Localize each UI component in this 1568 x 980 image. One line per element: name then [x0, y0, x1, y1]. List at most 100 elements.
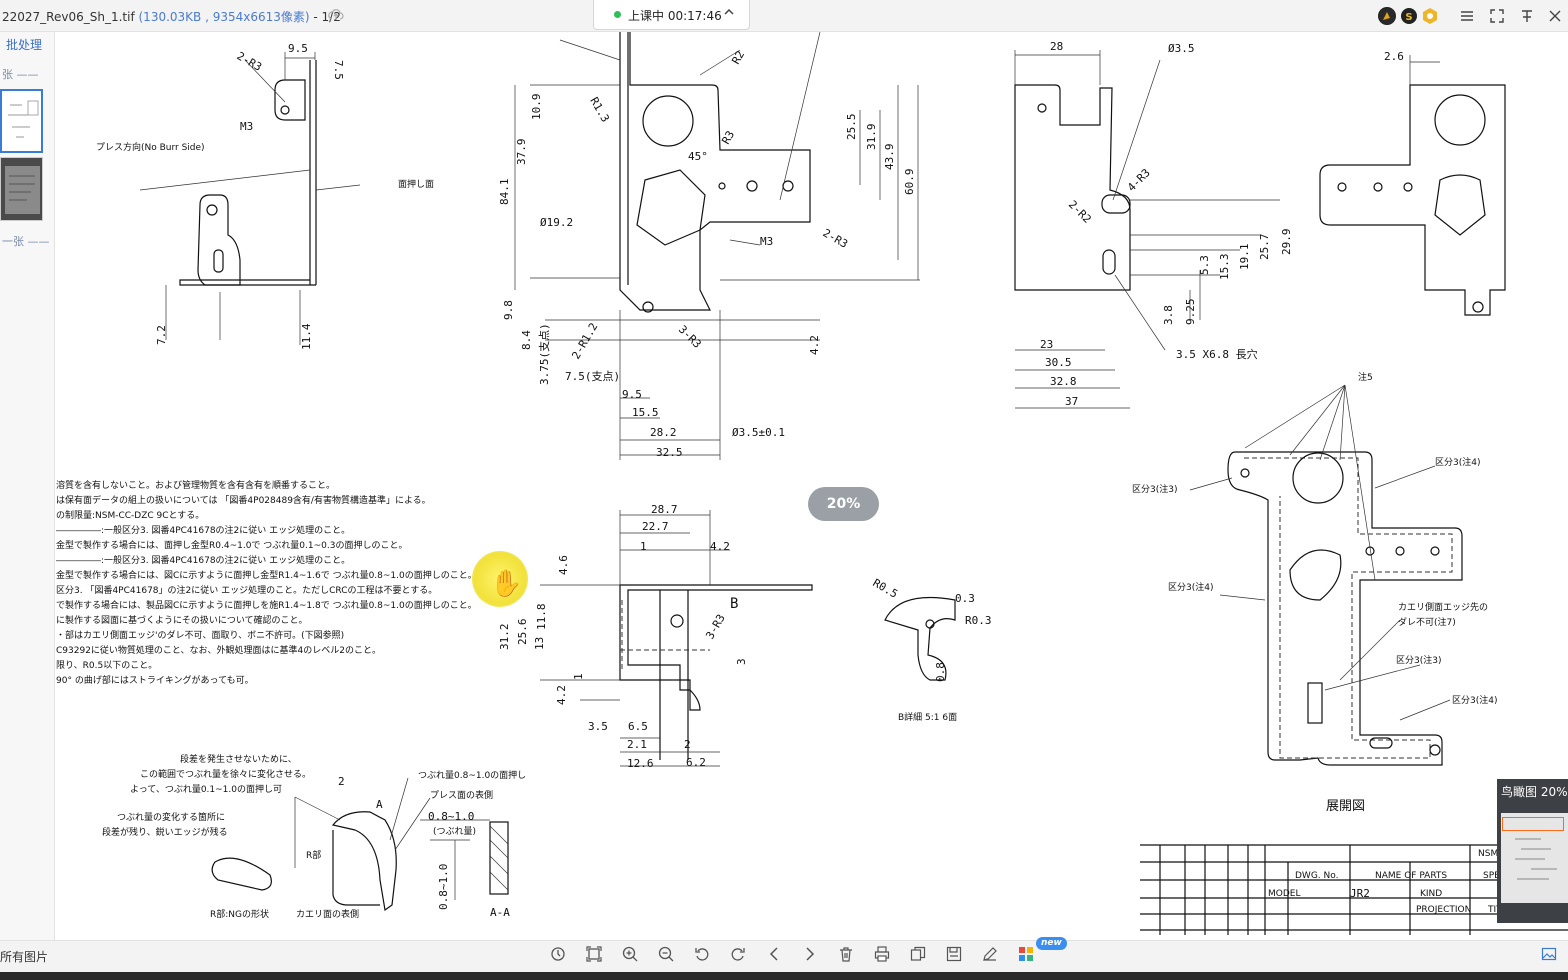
- dim-label: 2-R3: [235, 49, 264, 74]
- gallery-icon[interactable]: [1540, 945, 1558, 963]
- title-block-cell: NAME OF PARTS: [1375, 871, 1447, 881]
- dim-label: B: [730, 596, 738, 612]
- edge-note: つぶれ量の変化する箇所に: [117, 811, 225, 823]
- image-canvas[interactable]: 9.5 7.5 2-R3 M3 7.2 11.4 プレス方向(No Burr S…: [56, 32, 1568, 940]
- dim-label: 32.8: [1050, 375, 1077, 388]
- dim-label: M3: [760, 235, 773, 248]
- dim-label: 0.3: [955, 592, 975, 605]
- dim-label: 25.6: [516, 619, 529, 646]
- batch-process-button[interactable]: 批处理: [6, 38, 43, 52]
- coin-icon[interactable]: S: [1400, 7, 1418, 25]
- next-image-icon[interactable]: [801, 945, 819, 963]
- drawing-detail-b: R0.5 0.3 R0.3 0.8 B詳細 5:1 6面: [871, 576, 992, 723]
- title-block-cell: NSM-C: [1478, 849, 1508, 859]
- dim-label: 5.3: [1198, 255, 1211, 275]
- dim-label: 28: [1050, 40, 1063, 53]
- save-as-icon[interactable]: [945, 945, 963, 963]
- dim-label: 15.5: [632, 406, 659, 419]
- dim-label: M3: [240, 120, 253, 133]
- drawing-view-1: 9.5 7.5 2-R3 M3 7.2 11.4 プレス方向(No Burr S…: [96, 42, 434, 350]
- note-line: ―――――:一般区分3. 図番4PC41678の注2に従い エッジ処理のこと。: [56, 524, 350, 536]
- prev-image-icon[interactable]: [765, 945, 783, 963]
- pin-icon[interactable]: [1518, 7, 1536, 25]
- page-thumbnail-2[interactable]: [0, 157, 43, 221]
- delete-icon[interactable]: [837, 945, 855, 963]
- class-timer-pill[interactable]: 上课中 00:17:46: [593, 0, 750, 30]
- detail-title: B詳細 5:1 6面: [898, 711, 957, 723]
- drawing-view-4: 2.6: [1319, 50, 1506, 316]
- zoom-in-icon[interactable]: [621, 945, 639, 963]
- dim-label: 4.2: [555, 685, 568, 705]
- dim-label: Ø3.5±0.1: [732, 426, 785, 439]
- dim-label: 23: [1040, 338, 1053, 351]
- dim-label: 10.9: [530, 94, 543, 121]
- close-icon[interactable]: [1546, 7, 1564, 25]
- note-line: に製作する図面に基づくようにその扱いについて確認のこと。: [56, 614, 308, 626]
- dim-label: 25.7: [1258, 234, 1271, 261]
- dim-label: 4-R3: [1125, 166, 1153, 194]
- dim-label: 3.75(支点): [538, 323, 551, 385]
- vip-icon[interactable]: [1421, 7, 1439, 25]
- title-block-cell: MODEL: [1268, 889, 1300, 899]
- edge-note: 段差を発生させないために、: [180, 753, 297, 765]
- chevron-up-icon[interactable]: [723, 6, 735, 21]
- dev-note: 区分3(注4): [1168, 581, 1213, 593]
- menu-icon[interactable]: [1458, 7, 1476, 25]
- rotate-left-icon[interactable]: [693, 945, 711, 963]
- dim-label: 3.8: [1162, 305, 1175, 325]
- cloud-upload-icon[interactable]: [328, 7, 344, 23]
- note-line: ・部はカエリ側面エッジ'のダレ不可、面取り、ボニ不許可。(下図参照): [56, 629, 344, 641]
- dim-label: 31.2: [498, 624, 511, 651]
- drawing-section-view: 28.7 22.7 1 4.2 4.6 11.8 31.2 25.6 13 4.…: [498, 503, 813, 770]
- dim-label: 32.5: [656, 446, 683, 459]
- technical-drawing: 9.5 7.5 2-R3 M3 7.2 11.4 プレス方向(No Burr S…: [56, 32, 1568, 935]
- dev-title: 展開図: [1326, 799, 1365, 814]
- zoom-out-icon[interactable]: [657, 945, 675, 963]
- overview-panel[interactable]: 鸟瞰图 20%: [1497, 779, 1568, 923]
- edge-note: 0.8~1.0: [437, 864, 450, 910]
- print-icon[interactable]: [873, 945, 891, 963]
- dev-note: 注5: [1358, 371, 1373, 383]
- drawing-development-view: 注5 区分3(注4) 区分3(注3) 区分3(注4) カエリ側面エッジ先の ダレ…: [1132, 371, 1497, 814]
- overview-viewport-frame[interactable]: [1502, 817, 1564, 831]
- file-meta: (130.03KB , 9354x6613像素): [138, 10, 310, 24]
- new-badge: new: [1036, 937, 1067, 950]
- note-line: で製作する場合には、製品図Cに示すように面押しを施R1.4~1.8で つぶれ量0…: [56, 599, 477, 611]
- dim-label: Ø19.2: [540, 216, 573, 229]
- edge-note: カエリ面の表側: [296, 908, 359, 920]
- page-thumbnail-1[interactable]: [0, 89, 43, 153]
- dim-label: 29.9: [1280, 229, 1293, 256]
- apps-icon[interactable]: [1017, 945, 1035, 963]
- edge-note: A: [376, 798, 383, 811]
- note-line: 限り、R0.5以下のこと。: [56, 660, 157, 671]
- edge-note: 段差が残り、鋭いエッジが残る: [102, 826, 228, 838]
- all-images-button[interactable]: 所有图片: [0, 950, 49, 964]
- drawing-title-block: NAME OF PARTS DWG. No. MODEL JR2 KIND PR…: [1140, 844, 1568, 935]
- rotate-view-icon[interactable]: [549, 945, 567, 963]
- thumbnail-sidebar: 批处理 张 —— 一张 ——: [0, 32, 55, 940]
- dim-label: 2-R3: [821, 226, 850, 251]
- title-block-cell: JR2: [1350, 887, 1370, 900]
- copy-icon[interactable]: [909, 945, 927, 963]
- title-bar: 22027_Rev06_Sh_1.tif (130.03KB , 9354x66…: [0, 0, 1568, 32]
- window-controls: S: [1368, 0, 1568, 32]
- dim-label: R0.5: [871, 576, 900, 601]
- edge-note: R部:NGの形状: [210, 908, 269, 920]
- dim-label: 19.1: [1238, 244, 1251, 271]
- fullscreen-icon[interactable]: [1488, 7, 1506, 25]
- class-timer-text: 上课中 00:17:46: [628, 9, 722, 23]
- rotate-right-icon[interactable]: [729, 945, 747, 963]
- overview-title: 鸟瞰图 20%: [1501, 785, 1568, 799]
- dim-label: 31.9: [865, 124, 878, 151]
- next-page-label[interactable]: 一张 ——: [2, 235, 50, 248]
- prev-page-label[interactable]: 张 ——: [2, 68, 39, 81]
- dim-label: 37.9: [515, 139, 528, 166]
- dev-note: 区分3(注4): [1435, 456, 1480, 468]
- overview-thumbnail[interactable]: [1501, 813, 1568, 903]
- avatar-icon[interactable]: [1378, 7, 1396, 25]
- edge-note: (つぶれ量): [433, 826, 476, 837]
- fit-screen-icon[interactable]: [585, 945, 603, 963]
- dim-label: 2.6: [1384, 50, 1404, 63]
- edit-icon[interactable]: [981, 945, 999, 963]
- dim-label: 1: [572, 673, 585, 680]
